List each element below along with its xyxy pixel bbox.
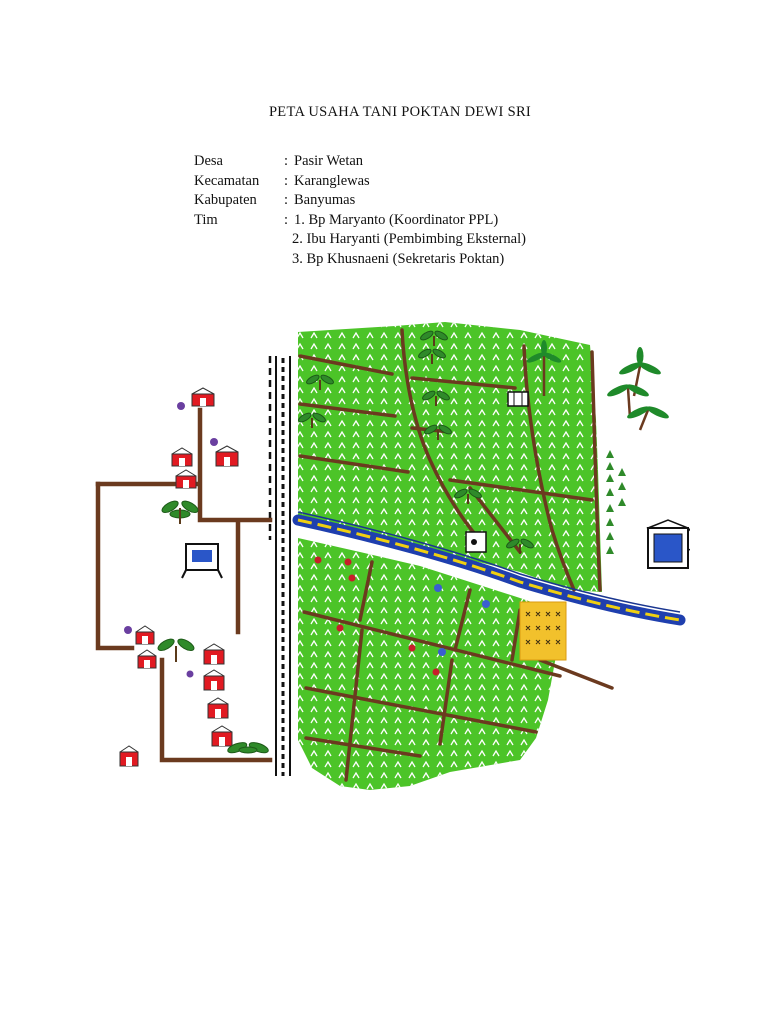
pump-hut-icon <box>507 391 529 407</box>
pump-hut-icon <box>465 531 487 553</box>
marker-icon <box>408 644 416 652</box>
bund <box>358 560 374 622</box>
pump-hut-icon <box>181 543 223 579</box>
bund <box>522 344 576 592</box>
info-row-kecamatan: Kecamatan : Karanglewas <box>194 172 526 192</box>
bund <box>298 454 410 474</box>
info-row-kabupaten: Kabupaten : Banyumas <box>194 191 526 211</box>
bund <box>438 658 454 746</box>
farm-map <box>95 322 690 790</box>
banana-plant-icon <box>161 500 199 524</box>
house-icon <box>135 625 155 645</box>
palm-tree-icon <box>607 384 649 419</box>
info-value: Karanglewas <box>294 172 370 189</box>
banana-plant-icon <box>418 348 446 364</box>
team-member-2: 2. Ibu Haryanti (Pembimbing Eksternal) <box>292 231 526 247</box>
info-separator: : <box>284 153 289 169</box>
banana-plant-icon <box>506 538 534 554</box>
river-edge <box>297 518 681 622</box>
banana-plant-icon <box>306 374 334 390</box>
shrub-icon <box>124 626 132 634</box>
bund <box>590 350 602 592</box>
bund <box>410 376 517 390</box>
crop-seedling-icon <box>606 450 614 554</box>
road <box>159 657 273 763</box>
banana-plant-icon <box>227 742 269 754</box>
banana-plants <box>157 330 534 754</box>
house-icon <box>207 697 229 719</box>
bund <box>304 736 422 758</box>
road <box>197 407 273 523</box>
bund <box>510 608 522 662</box>
river <box>292 511 686 626</box>
road <box>95 481 135 651</box>
banana-plant-icon <box>298 412 326 428</box>
info-label: Tim <box>194 211 218 228</box>
palm-trees <box>526 340 669 431</box>
banana-plant-icon <box>424 424 452 440</box>
house-icon <box>137 649 157 669</box>
info-value: 1. Bp Maryanto (Koordinator PPL) <box>294 211 499 228</box>
water-spot-icon <box>434 584 442 592</box>
marker-icon <box>344 558 352 566</box>
water-spot-icon <box>482 600 490 608</box>
bund <box>448 478 594 502</box>
bund <box>400 328 486 546</box>
river-bank <box>297 511 681 613</box>
bund <box>298 354 394 376</box>
info-separator: : <box>284 172 289 189</box>
info-value: Banyumas <box>294 192 356 208</box>
seedbed-plot-icon <box>519 601 567 661</box>
marker-icon <box>432 668 440 676</box>
house-icon <box>175 469 197 489</box>
field-markers <box>314 556 440 676</box>
bund <box>344 628 364 782</box>
banana-plant-icon <box>420 330 448 346</box>
bund <box>304 686 538 734</box>
bund <box>538 658 614 690</box>
house-icon <box>215 445 239 467</box>
shrine-icon <box>646 519 690 569</box>
info-separator: : <box>284 211 289 228</box>
house-icon <box>203 669 225 691</box>
house-icon <box>211 725 233 747</box>
banana-plant-icon <box>157 638 195 662</box>
info-value: Pasir Wetan <box>294 153 364 169</box>
bund <box>453 588 472 652</box>
houses <box>119 387 239 767</box>
house-icon <box>119 745 139 767</box>
house-icon <box>191 387 215 407</box>
info-label: Desa <box>194 153 223 169</box>
house-icon <box>203 643 225 665</box>
shrub-icon <box>210 438 218 446</box>
marker-icon <box>314 556 322 564</box>
shrub-icon <box>186 670 194 678</box>
info-label: Kabupaten <box>194 192 257 208</box>
info-row-desa: Desa : Pasir Wetan <box>194 152 526 172</box>
marker-icon <box>336 624 344 632</box>
palm-tree-icon <box>627 406 669 431</box>
info-row-tim: Tim : 1. Bp Maryanto (Koordinator PPL) <box>194 211 526 231</box>
shrub-icon <box>177 402 185 410</box>
info-label: Kecamatan <box>194 172 260 189</box>
pump-huts <box>181 391 529 579</box>
info-separator: : <box>284 192 289 208</box>
bund <box>302 610 562 678</box>
banana-plant-icon <box>422 390 450 406</box>
shrubs <box>124 402 218 678</box>
water-spots <box>434 584 490 656</box>
banana-plant-icon <box>454 488 482 504</box>
paddy-area-south-crops <box>298 538 560 790</box>
marker-icon <box>348 574 356 582</box>
water-spot-icon <box>438 648 446 656</box>
info-table: Desa : Pasir Wetan Kecamatan : Karanglew… <box>194 152 526 269</box>
crop-seedlings <box>606 450 626 554</box>
house-icon <box>171 447 193 467</box>
palm-tree-icon <box>526 340 562 396</box>
rail-track-icon <box>268 356 291 776</box>
team-member-3: 3. Bp Khusnaeni (Sekretaris Poktan) <box>292 250 505 267</box>
crop-seedling-icon <box>618 468 626 506</box>
bund <box>298 402 397 418</box>
page-title: PETA USAHA TANI POKTAN DEWI SRI <box>268 104 532 120</box>
